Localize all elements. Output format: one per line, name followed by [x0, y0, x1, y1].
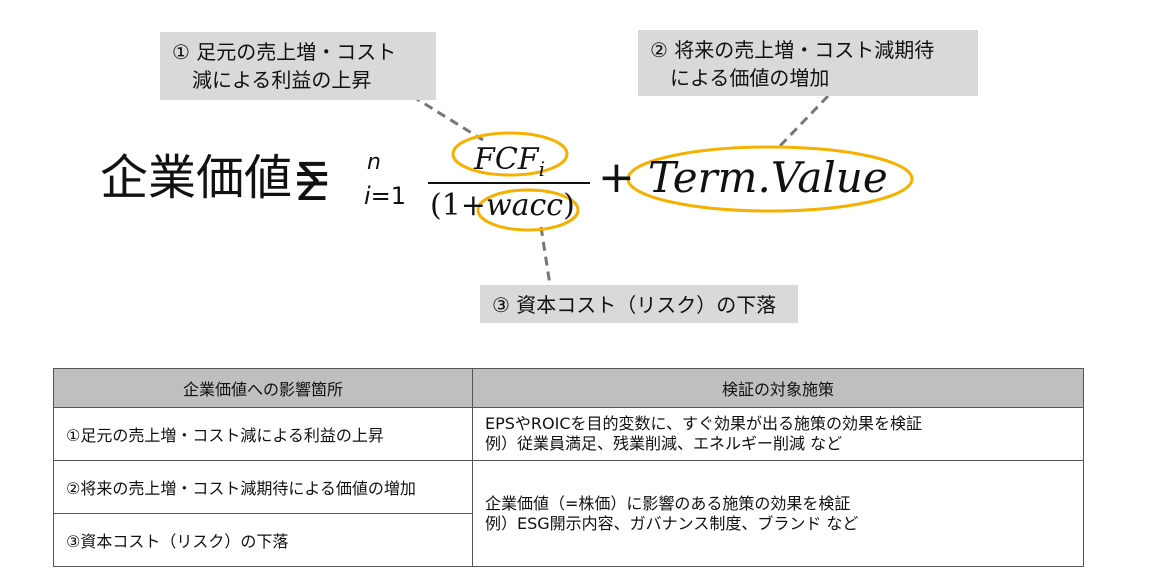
fraction-denominator: (1+wacc) — [430, 188, 575, 224]
diagram-shapes — [411, 94, 914, 286]
den-close: ) — [563, 188, 575, 223]
connector-2 — [776, 94, 830, 150]
table-header-row: 企業価値への影響箇所 検証の対象施策 — [53, 368, 1084, 408]
equation-lhs: 企業価値= — [100, 150, 333, 206]
fcf-subscript: i — [538, 157, 545, 181]
fraction-bar — [428, 182, 590, 184]
measure-1-line-2: 例）従業員満足、残業削減、エネルギー削減 など — [485, 434, 843, 453]
summation-upper: n — [367, 150, 381, 175]
callout-cost-of-capital: ③ 資本コスト（リスク）の下落 — [480, 285, 798, 323]
table-row: ②将来の売上増・コスト減期待による価値の増加 企業価値（=株価）に影響のある施策… — [53, 460, 1084, 567]
measure-cell-1: EPSやROICを目的変数に、すぐ効果が出る施策の効果を検証 例）従業員満足、残… — [472, 407, 1084, 461]
valuation-diagram: ① 足元の売上増・コスト 減による利益の上昇 ② 将来の売上増・コスト減期待 に… — [100, 30, 978, 323]
summation-start: =1 — [370, 182, 407, 210]
highlight-wacc — [476, 188, 580, 232]
impact-cell-2: ②将来の売上増・コスト減期待による価値の増加 — [53, 460, 473, 514]
table-row: ①足元の売上増・コスト減による利益の上昇 EPSやROICを目的変数に、すぐ効果… — [53, 407, 1084, 461]
den-open: (1+ — [430, 188, 486, 223]
plus-sign: + — [598, 152, 635, 203]
fraction-numerator: FCFi — [474, 142, 545, 187]
fcf-term: FCF — [474, 142, 539, 177]
measure-1-line-1: EPSやROICを目的変数に、すぐ効果が出る施策の効果を検証 — [485, 414, 923, 433]
measure-cell-2: 企業価値（=株価）に影響のある施策の効果を検証 例）ESG開示内容、ガバナンス制… — [472, 460, 1084, 567]
connector-1 — [411, 94, 484, 142]
callout-future-value: ② 将来の売上増・コスト減期待 による価値の増加 — [638, 30, 978, 96]
summation-index: i — [364, 182, 371, 210]
connector-3 — [539, 226, 552, 286]
wacc-term: wacc — [485, 188, 564, 223]
header-target-measures: 検証の対象施策 — [472, 368, 1084, 408]
summation-lower: i=1 — [364, 182, 406, 210]
highlight-terminal-value — [626, 145, 914, 213]
callout-current-profit: ① 足元の売上増・コスト 減による利益の上昇 — [160, 32, 436, 100]
summation-symbol: ∑ — [298, 153, 327, 202]
measure-2-line-1: 企業価値（=株価）に影響のある施策の効果を検証 — [485, 493, 851, 513]
highlight-fcf — [451, 131, 569, 177]
impact-table: 企業価値への影響箇所 検証の対象施策 ①足元の売上増・コスト減による利益の上昇 … — [53, 368, 1084, 567]
table-row: ③資本コスト（リスク）の下落 — [53, 513, 1084, 567]
measure-2-line-2: 例）ESG開示内容、ガバナンス制度、ブランド など — [485, 513, 859, 533]
header-impact-area: 企業価値への影響箇所 — [53, 368, 473, 408]
terminal-value-term: Term.Value — [648, 153, 888, 202]
impact-cell-1: ①足元の売上増・コスト減による利益の上昇 — [53, 407, 473, 461]
impact-cell-3: ③資本コスト（リスク）の下落 — [53, 513, 473, 567]
